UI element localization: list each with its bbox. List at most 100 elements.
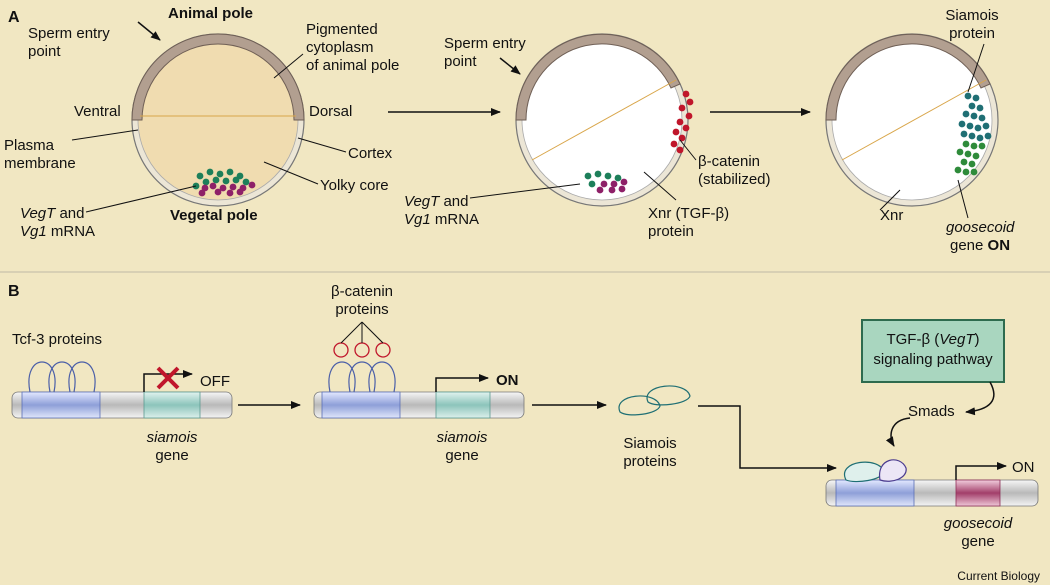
goosecoid-dot — [962, 168, 970, 176]
egg-1-mrna-leader — [85, 185, 197, 213]
goosecoid-dot — [962, 140, 970, 148]
egg-2-dots — [584, 90, 694, 194]
credit-label: Current Biology — [957, 569, 1040, 583]
siamois-protein-dot — [984, 132, 992, 140]
goosecoid-dot — [970, 168, 978, 176]
egg-2-sperm-arrow — [499, 57, 521, 75]
beta-catenin-leader — [679, 139, 697, 161]
vegt-mrna-dot — [594, 170, 602, 178]
beta-catenin-dot — [682, 124, 690, 132]
vegt-mrna-dot — [584, 172, 592, 180]
vg1-mrna-dot — [226, 189, 234, 197]
vegt-mrna-dot — [212, 176, 220, 184]
vegt-mrna-dot — [604, 172, 612, 180]
vg1-mrna-dot — [620, 178, 628, 186]
yolky-core-label: Yolky core — [320, 177, 389, 194]
tcf3-proteins-2 — [328, 361, 396, 393]
egg-3-equator — [841, 79, 987, 161]
vg1-mrna-dot — [201, 184, 209, 192]
ventral-label: Ventral — [74, 103, 121, 120]
dorsal-label: Dorsal — [309, 103, 352, 120]
vg1-mrna-dot — [236, 188, 244, 196]
goosecoid-dot — [978, 142, 986, 150]
repression-x-mark — [156, 366, 180, 390]
siamois-protein-dot — [968, 102, 976, 110]
vegt-mrna-dot — [196, 172, 204, 180]
siamois-protein-dot — [960, 130, 968, 138]
siamois-protein-dot — [968, 132, 976, 140]
off-label: OFF — [200, 373, 230, 390]
siamois-protein-dot — [964, 92, 972, 100]
xnr-leader-3 — [879, 189, 901, 211]
siamois-leader — [967, 43, 985, 93]
vegt-mrna-dot — [614, 174, 622, 182]
egg-1-vegetal-mrna-dots — [192, 168, 256, 197]
xnr-leader — [643, 171, 677, 201]
siamois-protein-dot — [978, 114, 986, 122]
egg-3-dots — [954, 92, 992, 176]
egg-1-sperm-arrow — [137, 21, 161, 41]
siamois-protein-dot — [974, 124, 982, 132]
vg1-mrna-dot — [198, 189, 206, 197]
smad-bound-protein — [879, 459, 907, 482]
cortex-leader — [297, 137, 347, 153]
goosecoid-leader — [957, 179, 969, 219]
panel-a-label: A — [8, 9, 20, 26]
vg1-mrna-dot — [600, 180, 608, 188]
arrow-tgf-to-smads — [965, 381, 995, 416]
on-label: ON — [496, 372, 519, 389]
panel-b-label: B — [8, 283, 20, 300]
vegetal-pole-label: Vegetal pole — [170, 207, 258, 224]
egg-3-pigment — [825, 33, 991, 121]
goosecoid-dot — [972, 152, 980, 160]
goosecoid-gene-region — [955, 479, 1001, 507]
vg1-mrna-dot — [608, 186, 616, 194]
cortex-label: Cortex — [348, 145, 393, 162]
siamois-protein-dot — [970, 112, 978, 120]
beta-catenin-dot — [678, 104, 686, 112]
vegt-mrna-dot — [216, 170, 224, 178]
vg1-mrna-dot — [229, 183, 237, 191]
vg1-mrna-dot — [214, 188, 222, 196]
egg-2-pigment — [515, 33, 681, 121]
siamois-gene-region-1 — [143, 391, 201, 419]
vg1-mrna-dot — [248, 181, 256, 189]
siamois-protein-dot — [976, 104, 984, 112]
dna-siamois-on — [313, 321, 525, 419]
egg-1-pigment — [131, 33, 305, 121]
siamois-proteins-free — [618, 385, 691, 416]
xnr-tgfb-label: Xnr (TGF-β)protein — [648, 205, 729, 240]
goosecoid-dot — [954, 166, 962, 174]
xnr-label: Xnr — [880, 207, 903, 224]
beta-catenin-dot — [685, 112, 693, 120]
animal-pole-label: Animal pole — [168, 5, 253, 22]
goosecoid-dot — [960, 158, 968, 166]
siamois-protein-dot — [958, 120, 966, 128]
tgf-beta-box-text: TGF-β (VegT)signaling pathway — [873, 331, 993, 368]
vegt-mrna-dot — [202, 178, 210, 186]
siamois-protein-dot — [972, 94, 980, 102]
vegt-mrna-dot — [226, 168, 234, 176]
siamois-gene-region-2 — [435, 391, 491, 419]
goosecoid-dot — [968, 160, 976, 168]
vg1-mrna-dot — [610, 180, 618, 188]
dna-siamois-off — [11, 361, 233, 419]
goosecoid-dot — [964, 150, 972, 158]
vegt-mrna-dot — [242, 178, 250, 186]
beta-catenin-dot — [686, 98, 694, 106]
egg-2-equator — [531, 79, 677, 161]
siamois-protein-dot — [976, 134, 984, 142]
